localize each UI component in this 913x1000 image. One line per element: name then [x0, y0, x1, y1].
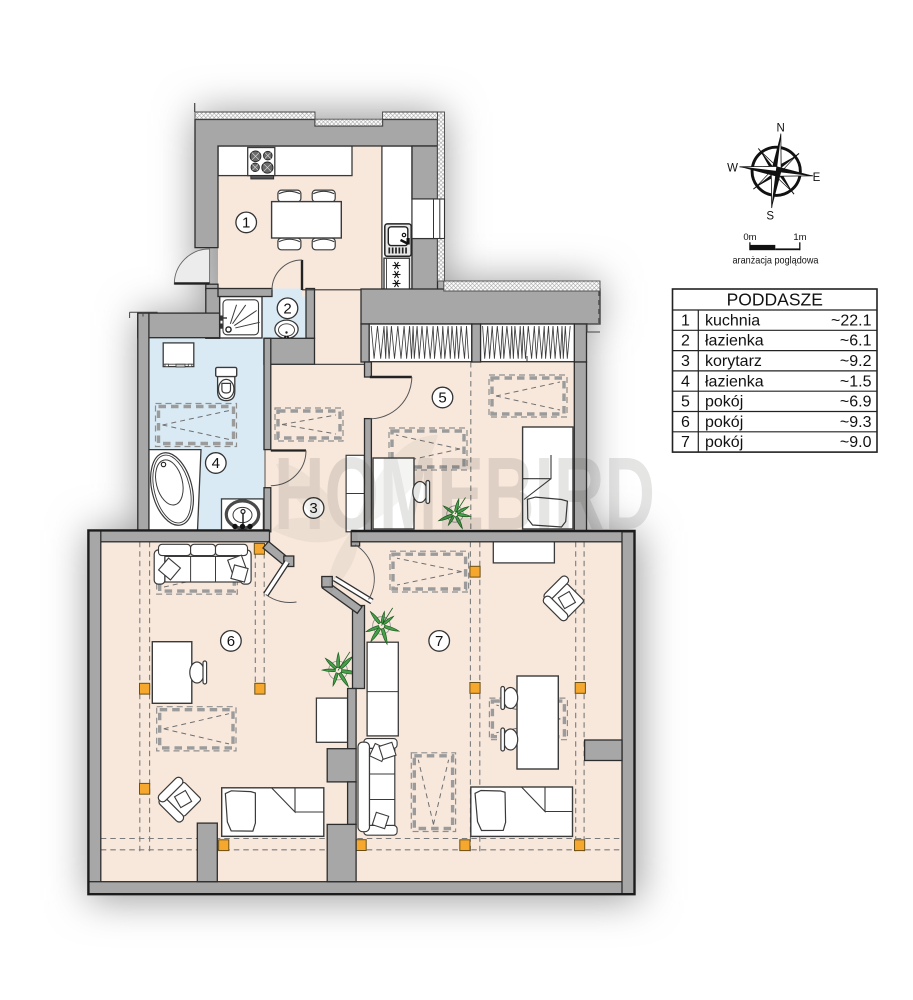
svg-text:~9.0: ~9.0 — [840, 434, 872, 451]
svg-text:N: N — [777, 122, 785, 134]
svg-text:~6.9: ~6.9 — [840, 394, 872, 411]
svg-text:HOMEBIRD: HOMEBIRD — [274, 436, 655, 551]
svg-text:1: 1 — [242, 215, 250, 232]
svg-text:pokój: pokój — [705, 394, 743, 411]
svg-text:7: 7 — [681, 434, 690, 451]
svg-text:korytarz: korytarz — [705, 353, 762, 370]
svg-text:5: 5 — [438, 390, 446, 407]
svg-text:PODDASZE: PODDASZE — [727, 290, 823, 310]
svg-text:~6.1: ~6.1 — [840, 333, 872, 350]
svg-text:2: 2 — [283, 301, 291, 318]
svg-text:łazienka: łazienka — [705, 333, 764, 350]
svg-text:3: 3 — [309, 500, 317, 517]
svg-text:4: 4 — [681, 373, 690, 390]
svg-text:łazienka: łazienka — [705, 373, 764, 390]
svg-text:W: W — [727, 162, 738, 174]
svg-text:pokój: pokój — [705, 414, 743, 431]
svg-text:2: 2 — [681, 333, 690, 350]
svg-text:~1.5: ~1.5 — [840, 373, 872, 390]
svg-text:~22.1: ~22.1 — [831, 312, 872, 329]
svg-text:4: 4 — [212, 455, 220, 472]
svg-text:E: E — [813, 172, 821, 184]
svg-text:1m: 1m — [793, 232, 806, 243]
svg-text:pokój: pokój — [705, 434, 743, 451]
svg-text:~9.3: ~9.3 — [840, 414, 872, 431]
svg-text:kuchnia: kuchnia — [705, 312, 760, 329]
svg-text:6: 6 — [227, 633, 235, 650]
svg-text:7: 7 — [435, 633, 443, 650]
svg-text:5: 5 — [681, 394, 690, 411]
svg-text:aranżacja poglądowa: aranżacja poglądowa — [733, 255, 819, 267]
svg-text:3: 3 — [681, 353, 690, 370]
svg-text:1: 1 — [681, 312, 690, 329]
svg-text:S: S — [766, 210, 774, 222]
svg-text:0m: 0m — [743, 232, 756, 243]
svg-text:~9.2: ~9.2 — [840, 353, 872, 370]
svg-text:6: 6 — [681, 414, 690, 431]
